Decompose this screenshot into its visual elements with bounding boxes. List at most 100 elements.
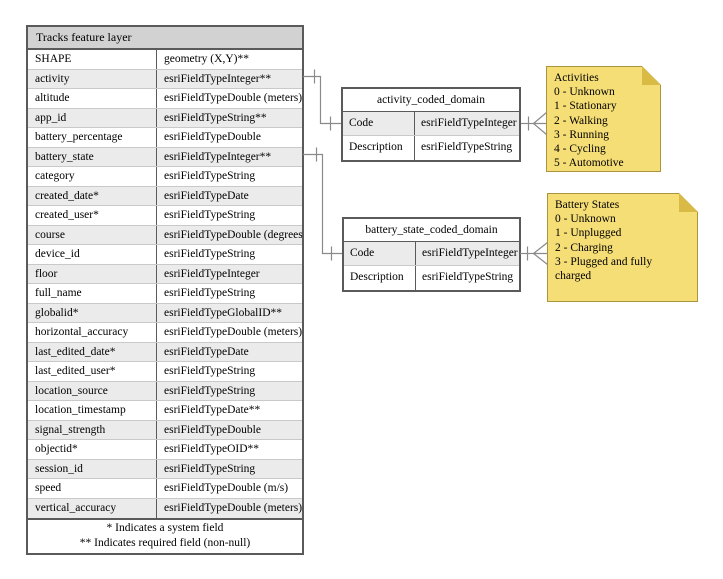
note-title: Activities <box>554 72 599 84</box>
field-type: esriFieldTypeString <box>164 462 256 475</box>
field-type: esriFieldTypeDouble (m/s) <box>164 482 289 494</box>
note-item: 1 - Unplugged <box>555 227 622 240</box>
field-type: esriFieldTypeString <box>164 365 256 377</box>
table-row: globalid* esriFieldTypeGlobalID** <box>28 303 302 323</box>
table-title: Tracks feature layer <box>28 27 302 50</box>
field-name: activity <box>28 69 157 88</box>
note-item: 0 - Unknown <box>555 213 616 226</box>
table-row: last_edited_user* esriFieldTypeString <box>28 362 302 382</box>
field-name: full_name <box>28 284 157 303</box>
field-name: last_edited_date* <box>28 342 157 361</box>
table-row: signal_strength esriFieldTypeDouble <box>28 420 302 440</box>
field-name: location_source <box>28 381 157 400</box>
table-row: created_user* esriFieldTypeString <box>28 206 302 226</box>
note-item: 3 - Plugged and fully charged <box>555 255 653 283</box>
note-item: 2 - Walking <box>554 114 608 127</box>
folded-corner-icon <box>642 66 661 85</box>
field-name: Description <box>344 266 416 290</box>
field-type: esriFieldTypeInteger <box>422 247 518 259</box>
field-type: esriFieldTypeDouble (meters) <box>164 326 302 338</box>
field-name: created_user* <box>28 206 157 225</box>
field-name: battery_percentage <box>28 128 157 147</box>
field-name: last_edited_user* <box>28 362 157 381</box>
note-item: 1 - Stationary <box>554 100 617 113</box>
field-name: session_id <box>28 459 157 478</box>
field-name: altitude <box>28 89 157 108</box>
table-row: category esriFieldTypeString <box>28 167 302 187</box>
sticky-note-content: Activities 0 - Unknown 1 - Stationary 2 … <box>547 67 660 171</box>
domain-table-title: activity_coded_domain <box>343 89 519 112</box>
field-type: geometry (X,Y)** <box>164 53 249 65</box>
field-type: esriFieldTypeString <box>164 287 256 299</box>
field-name: created_date* <box>28 186 157 205</box>
battery-state-to-domain-connector <box>303 147 342 261</box>
field-type: esriFieldTypeString <box>164 384 256 397</box>
field-type: esriFieldTypeDate** <box>164 404 261 416</box>
table-row: location_source esriFieldTypeString <box>28 381 302 401</box>
note-item: 5 - Automotive <box>554 157 624 170</box>
table-row: Description esriFieldTypeString <box>343 136 519 160</box>
field-type: esriFieldTypeString** <box>164 111 267 124</box>
field-type: esriFieldTypeDouble <box>164 131 261 143</box>
field-type: esriFieldTypeOID** <box>164 443 260 455</box>
field-type: esriFieldTypeString <box>164 170 256 182</box>
table-footnotes: * Indicates a system field ** Indicates … <box>28 518 302 553</box>
note-item: 4 - Cycling <box>554 143 606 156</box>
field-type: esriFieldTypeInteger <box>421 117 517 129</box>
note-title: Battery States <box>555 199 620 211</box>
activity-domain-to-note-crowfoot-connector <box>521 112 547 135</box>
field-name: vertical_accuracy <box>28 498 157 518</box>
battery-domain-to-note-crowfoot-connector <box>520 242 548 265</box>
note-item: 2 - Charging <box>555 241 613 254</box>
field-name: category <box>28 167 157 186</box>
field-type: esriFieldTypeDouble <box>164 423 261 436</box>
field-type: esriFieldTypeDouble (degrees) <box>164 228 302 241</box>
table-row: last_edited_date* esriFieldTypeDate <box>28 342 302 362</box>
field-name: signal_strength <box>28 420 157 439</box>
footnote-required-field: ** Indicates required field (non-null) <box>79 537 251 549</box>
field-type: esriFieldTypeString <box>421 141 513 153</box>
field-type: esriFieldTypeString <box>164 248 256 260</box>
table-row: course esriFieldTypeDouble (degrees) <box>28 225 302 245</box>
note-item: 3 - Running <box>554 128 609 141</box>
field-type: esriFieldTypeString <box>164 209 256 221</box>
activity-coded-domain-table: activity_coded_domain Code esriFieldTypeI… <box>341 87 521 162</box>
note-item: 0 - Unknown <box>554 86 615 99</box>
field-type: esriFieldTypeGlobalID** <box>164 306 283 319</box>
field-type: esriFieldTypeInteger <box>164 267 260 280</box>
domain-table-title: battery_state_coded_domain <box>344 219 519 242</box>
field-type: esriFieldTypeDate <box>164 189 249 202</box>
folded-corner-icon <box>679 193 698 212</box>
field-name: speed <box>28 479 157 498</box>
table-row: location_timestamp esriFieldTypeDate** <box>28 401 302 421</box>
field-name: course <box>28 225 157 244</box>
field-name: horizontal_accuracy <box>28 323 157 342</box>
table-row: objectid*esriFieldTypeOID** <box>28 440 302 460</box>
table-row: floor esriFieldTypeInteger <box>28 264 302 284</box>
table-row: full_name esriFieldTypeString <box>28 284 302 304</box>
table-row: created_date* esriFieldTypeDate <box>28 186 302 206</box>
field-name: floor <box>28 264 157 283</box>
field-name: location_timestamp <box>28 401 157 420</box>
field-name: globalid* <box>28 303 157 322</box>
field-name: Description <box>343 136 415 160</box>
sticky-note-battery-states: Battery States 0 - Unknown 1 - Unplugged… <box>547 193 698 302</box>
field-type: esriFieldTypeDate <box>164 345 249 358</box>
table-row: session_id esriFieldTypeString <box>28 459 302 479</box>
sticky-note-content: Battery States 0 - Unknown 1 - Unplugged… <box>548 194 697 301</box>
field-name: Code <box>343 112 415 135</box>
table-row: speed esriFieldTypeDouble (m/s) <box>28 479 302 499</box>
